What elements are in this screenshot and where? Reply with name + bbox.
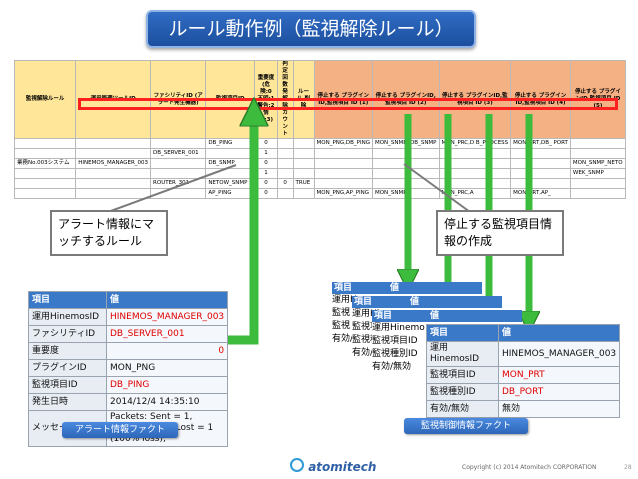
monitor-fact-card-row: 有効/ [332,334,354,344]
monitor-fact-card-header: 項目 値 [372,310,522,322]
monitor-fact-card-row: 運用H [332,295,357,305]
monitor-fact-value: 無効 [497,400,621,418]
monitor-fact-card-row: 有効/無 [352,348,383,358]
monitor-fact-card-row: 監視 [332,308,351,318]
alert-fact-value: DB_SERVER_001 [105,325,229,343]
rules-cell [13,188,77,199]
monitor-fact-card-row: 運用Hi [352,309,380,319]
atomitech-logo: atomitech [290,458,376,474]
arrow-alert-to-rule [226,112,254,345]
monitor-fact-card-row: 監視項 [352,322,380,332]
header-value: 値 [430,311,440,321]
monitor-fact-key: 監視種別ID [426,383,499,401]
alert-fact-key: ファシリティID [28,325,107,343]
alert-fact-header: 項目 値 [28,291,229,309]
logo-text: atomitech [308,460,377,474]
alert-fact-value: 2014/12/4 14:35:10 [105,393,229,411]
monitor-fact-card-header: 項目 値 [332,282,482,294]
monitor-fact-key: 運用HinemosID [426,341,499,367]
copyright: Copyright (c) 2014 Atomitech CORPORATION [462,464,597,471]
alert-fact-value: HINEMOS_MANAGER_003 [105,308,229,326]
alert-fact-key: 重要度 [28,342,107,360]
header-item: 項目 [334,283,353,293]
callout-right-pointer [403,163,471,213]
header-value: 値 [390,283,400,293]
alert-fact-button[interactable]: アラート情報ファクト [62,422,178,438]
callout-create-stop-info: 停止する監視項目情報の作成 [436,210,564,256]
header-item: 項目 [354,297,373,307]
monitor-fact-card-row: 運用Hinemo [372,323,425,333]
matched-rule-highlight [78,98,618,110]
rules-cell: MON_PNG,AP_PING [313,188,373,199]
monitor-fact-key: 監視項目ID [426,366,499,384]
alert-fact-value: 0 [105,342,229,360]
monitor-fact-header: 項目値 [426,324,621,342]
header-cell: 値 [497,324,621,342]
monitor-fact-row: 有効/無効無効 [426,400,621,418]
monitor-fact-card-row: 監視 [332,321,351,331]
page-title: ルール動作例（監視解除ルール） [146,10,476,48]
page-number: 28 [624,464,632,471]
alert-fact-key: 監視項目ID [28,376,107,394]
header-item: 項目 [28,291,107,309]
monitor-fact-card-row: 監視項目ID [372,336,418,346]
callout-matching-rule: アラート情報にマッチするルール [50,210,168,256]
alert-fact-value: DB_PING [105,376,229,394]
callout-left-pointer [107,164,237,213]
alert-fact-key: プラグインID [28,359,107,377]
monitor-fact-value: HINEMOS_MANAGER_003 [497,341,621,367]
header-cell: 項目 [426,324,499,342]
header-value: 値 [410,297,420,307]
monitor-fact-value: DB_PORT [497,383,621,401]
monitor-fact-card-row: 監視種 [352,335,380,345]
monitor-fact-key: 有効/無効 [426,400,499,418]
rules-header-cell: 監視解除ルール [13,60,77,139]
alert-fact-value: MON_PNG [105,359,229,377]
monitor-fact-value: MON_PRT [497,366,621,384]
rules-cell [569,188,627,199]
rules-cell [150,188,207,199]
monitor-fact-card-row: 有効/無効 [372,362,412,372]
monitor-fact-card-header: 項目 値 [352,296,502,308]
logo-icon [290,458,304,472]
rules-cell: MON_PRC,A [438,188,512,199]
header-value: 値 [105,291,229,309]
alert-fact-key: 発生日時 [28,393,107,411]
monitor-control-fact-button[interactable]: 監視制御情報ファクト [404,418,528,434]
header-item: 項目 [374,311,393,321]
monitor-fact-card-row: 監視種別ID [372,349,418,359]
alert-fact-key: 運用HinemosID [28,308,107,326]
